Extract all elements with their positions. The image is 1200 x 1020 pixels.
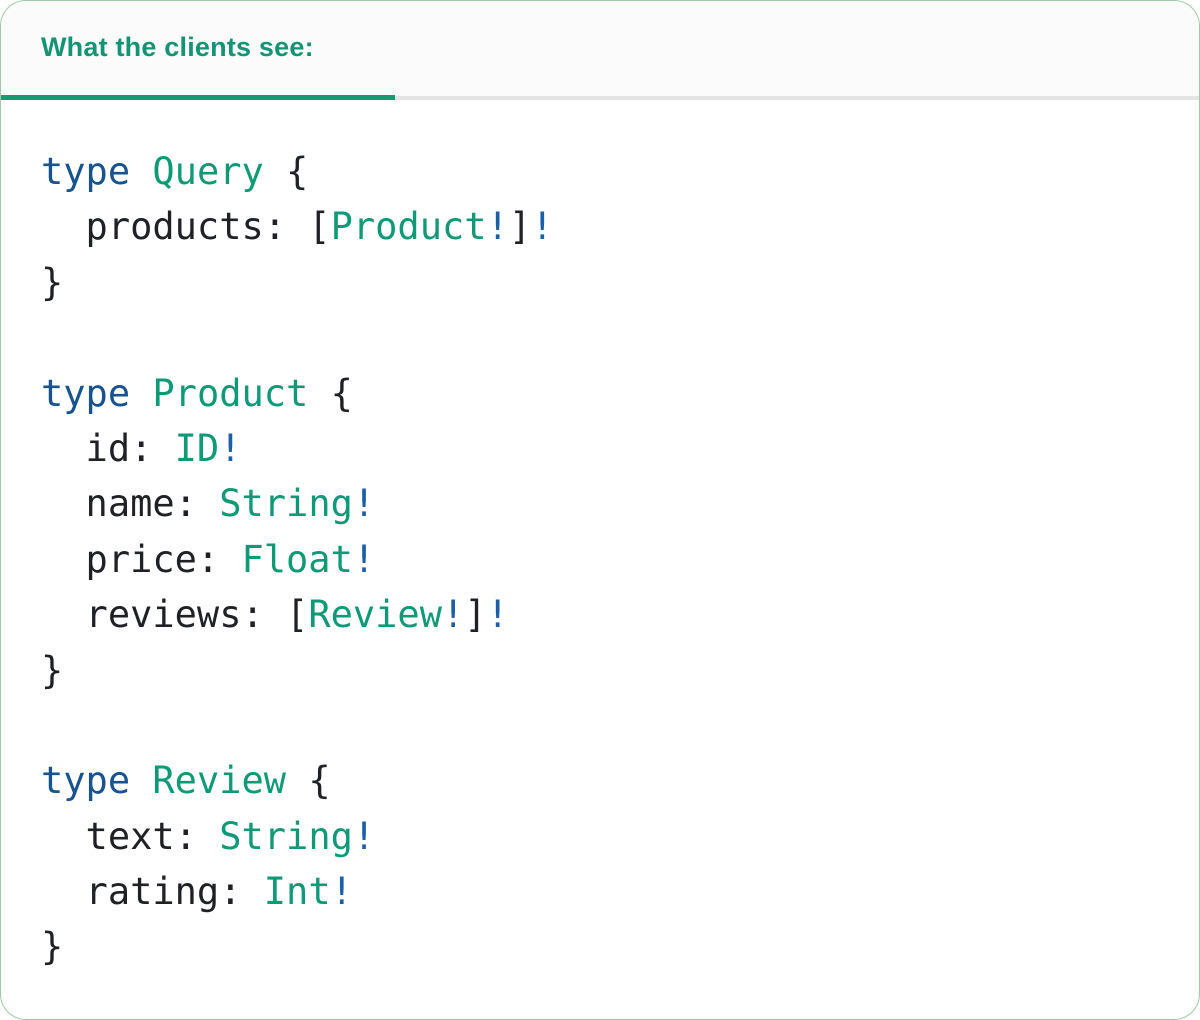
tab-rule bbox=[1, 96, 1199, 100]
code-line bbox=[41, 698, 1199, 753]
code-line: products: [Product!]! bbox=[41, 205, 554, 249]
code-line: rating: Int! bbox=[41, 870, 353, 914]
code-line: name: String! bbox=[41, 482, 376, 526]
tab-what-the-clients-see[interactable]: What the clients see: bbox=[41, 32, 314, 62]
code-line: text: String! bbox=[41, 814, 376, 858]
code-line: } bbox=[41, 925, 64, 969]
card-header: What the clients see: bbox=[1, 1, 1199, 100]
code-block: type Query { products: [Product!]!} type… bbox=[41, 144, 1199, 975]
code-line: } bbox=[41, 260, 64, 304]
code-line: type Review { bbox=[41, 759, 331, 803]
code-line: type Product { bbox=[41, 371, 353, 415]
code-line: id: ID! bbox=[41, 426, 242, 470]
code-line: reviews: [Review!]! bbox=[41, 593, 509, 637]
code-line: } bbox=[41, 648, 64, 692]
code-line bbox=[41, 310, 1199, 365]
code-line: price: Float! bbox=[41, 537, 376, 581]
code-line: type Query { bbox=[41, 150, 309, 193]
active-tab-indicator bbox=[1, 95, 395, 100]
